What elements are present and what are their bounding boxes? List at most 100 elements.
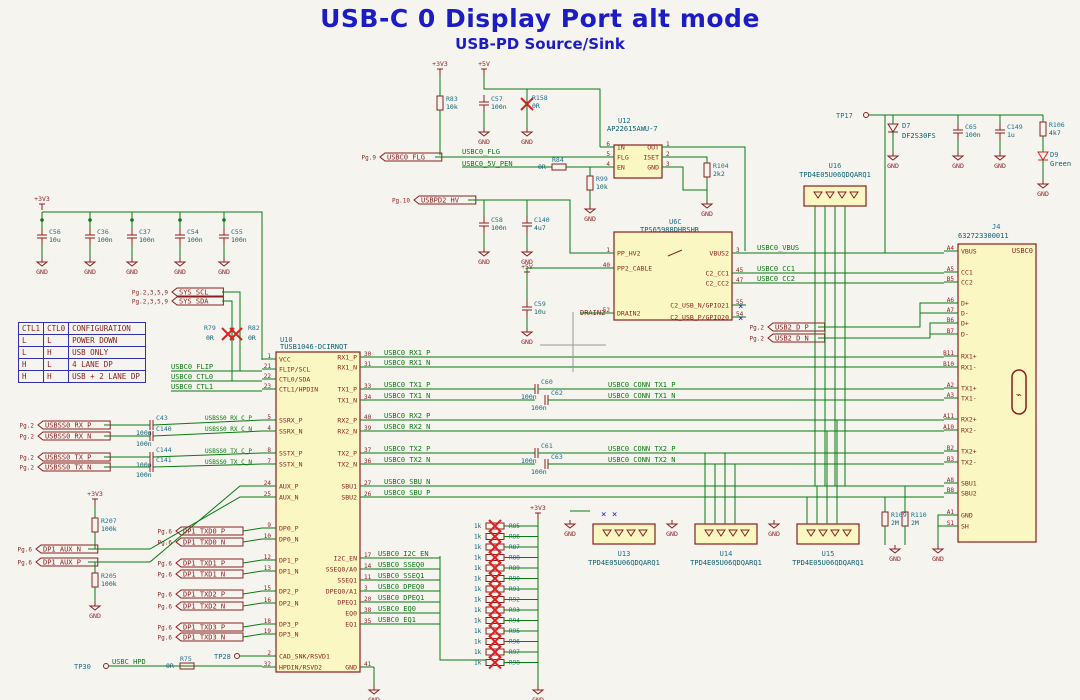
hier-label: DP1_AUX_P xyxy=(43,559,81,567)
component-value: 100n xyxy=(965,131,981,139)
capacitor-symbol xyxy=(479,95,489,112)
component-value: 4k7 xyxy=(1049,129,1061,137)
ground-label: GND xyxy=(701,210,713,218)
esd-array-u14 xyxy=(694,523,758,545)
component-value: 0R xyxy=(206,334,214,342)
u6c-ref: U6C xyxy=(669,218,682,226)
no-connect-mark: × xyxy=(738,314,743,324)
sheet-ref: Pg.2,3,5,9 xyxy=(132,290,169,297)
net-label: USBC0_EQ1 xyxy=(378,616,416,624)
u12-ref: U12 xyxy=(618,117,631,125)
component-value: TPD4E05U06QDQARQ1 xyxy=(690,559,762,567)
u6c-pin-name: PP_HV2 xyxy=(617,250,641,258)
j4-label: USBC0 xyxy=(1012,247,1033,255)
resistor-symbol xyxy=(703,162,711,178)
j4-pin-name: TX1- xyxy=(961,395,977,403)
schematic-subtitle: USB-PD Source/Sink xyxy=(455,35,625,53)
component-value: 0R xyxy=(248,334,256,342)
u6c-pin-name: C2_USB_P/GPIO20 xyxy=(670,314,729,322)
component-value: 0R xyxy=(538,163,546,171)
component-value: DF2S30FS xyxy=(902,132,936,140)
u10-pin-name: RX2_N xyxy=(337,428,357,436)
ground-symbol xyxy=(520,128,534,137)
net-label: USBC0_SBU_P xyxy=(384,489,430,497)
config-cell: H xyxy=(43,370,70,383)
u10-pin-name: TX2_P xyxy=(337,450,357,458)
component-ref: R207 xyxy=(101,517,117,525)
net-label: USBC0_SBU_N xyxy=(384,478,430,486)
power-label: +5V xyxy=(521,263,533,271)
power-symbol xyxy=(92,498,98,505)
u10-pin-number: 10 xyxy=(264,533,272,540)
component-value: 1k xyxy=(474,544,482,551)
capacitor-symbol xyxy=(127,228,137,245)
capacitor-symbol xyxy=(219,228,229,245)
u6c-pin-name: VBUS2 xyxy=(709,250,729,258)
u12-pin-name: EN xyxy=(617,164,625,172)
vcc-3v3-rail xyxy=(42,211,263,360)
component-ref: U13 xyxy=(618,550,631,558)
u12-pin-number: 6 xyxy=(606,141,610,148)
power-symbol xyxy=(39,203,45,210)
u10-pin-name: RX1_P xyxy=(337,354,357,362)
ground-symbol xyxy=(217,258,231,267)
sheet-ref: Pg.6 xyxy=(158,625,173,632)
esd-diode xyxy=(842,529,852,537)
j4-pin-name: RX1- xyxy=(961,364,977,372)
net-label: USBC0_DPEQ0 xyxy=(378,583,424,591)
wire xyxy=(937,514,944,545)
u10-pin-number: 20 xyxy=(364,596,372,603)
ground-symbol xyxy=(35,258,49,267)
component-value: 1k xyxy=(474,534,482,541)
config-cell: USB ONLY xyxy=(68,346,147,359)
j4-pin-name: CC1 xyxy=(961,269,973,277)
hier-label: USBSS0_RX_N xyxy=(45,433,91,441)
wire xyxy=(676,156,708,163)
power-label: +3V3 xyxy=(87,490,103,498)
component-value: 100n xyxy=(136,440,152,448)
u10-pin-name: DP0_N xyxy=(279,536,299,544)
wire xyxy=(222,291,241,371)
dnp-cross xyxy=(488,571,502,586)
u10-pin-name: TX1_N xyxy=(337,397,357,405)
config-cell: H xyxy=(17,358,45,371)
j4-pin-name: SBU2 xyxy=(961,490,977,498)
hier-label: DP1_TXD2_P xyxy=(183,591,225,599)
net-label: USBC0_CC2 xyxy=(757,275,795,283)
component-value: 100n xyxy=(531,468,547,476)
resistor-symbol xyxy=(91,572,99,588)
component-value: 100n xyxy=(139,236,155,244)
dnp-cross xyxy=(488,582,502,596)
esd-diode xyxy=(830,529,840,537)
test-point-ref: TP17 xyxy=(836,112,853,120)
j4-pin-name: TX2+ xyxy=(961,448,977,456)
capacitor-symbol xyxy=(479,216,489,233)
sheet-ref: Pg.2 xyxy=(20,423,35,430)
u10-pin-number: 5 xyxy=(267,414,271,421)
capacitor-symbol xyxy=(522,216,532,233)
net-label: USBC0_CONN_TX1_P xyxy=(608,381,675,389)
sheet-ref: Pg.2 xyxy=(20,465,35,472)
u10-pin-number: 13 xyxy=(264,565,272,572)
component-value: 1k xyxy=(474,523,482,530)
wire xyxy=(222,300,233,381)
config-cell: L xyxy=(43,358,70,371)
component-ref: R110 xyxy=(911,511,927,519)
u10-pin-name: EQ1 xyxy=(345,621,357,629)
component-ref: R158 xyxy=(532,94,548,102)
component-value: 2M xyxy=(911,519,919,527)
resistor-symbol xyxy=(436,95,444,111)
component-value: 100k xyxy=(101,525,117,533)
net-label: USBC0_CTL1 xyxy=(171,383,213,391)
ground-symbol xyxy=(520,328,534,337)
net-label: USBC0_RX1_N xyxy=(384,359,430,367)
u10-pin-name: DP2_P xyxy=(279,588,299,596)
hier-label: SYS_SDA xyxy=(179,298,209,306)
ground-label: GND xyxy=(1037,190,1049,198)
esd-diode xyxy=(818,529,828,537)
u6c-pin-name: C2_USB_N/GPIO21 xyxy=(670,302,729,310)
resistor-symbol xyxy=(551,163,567,171)
dnp-cross xyxy=(488,645,502,659)
component-ref: C140 xyxy=(156,425,172,433)
